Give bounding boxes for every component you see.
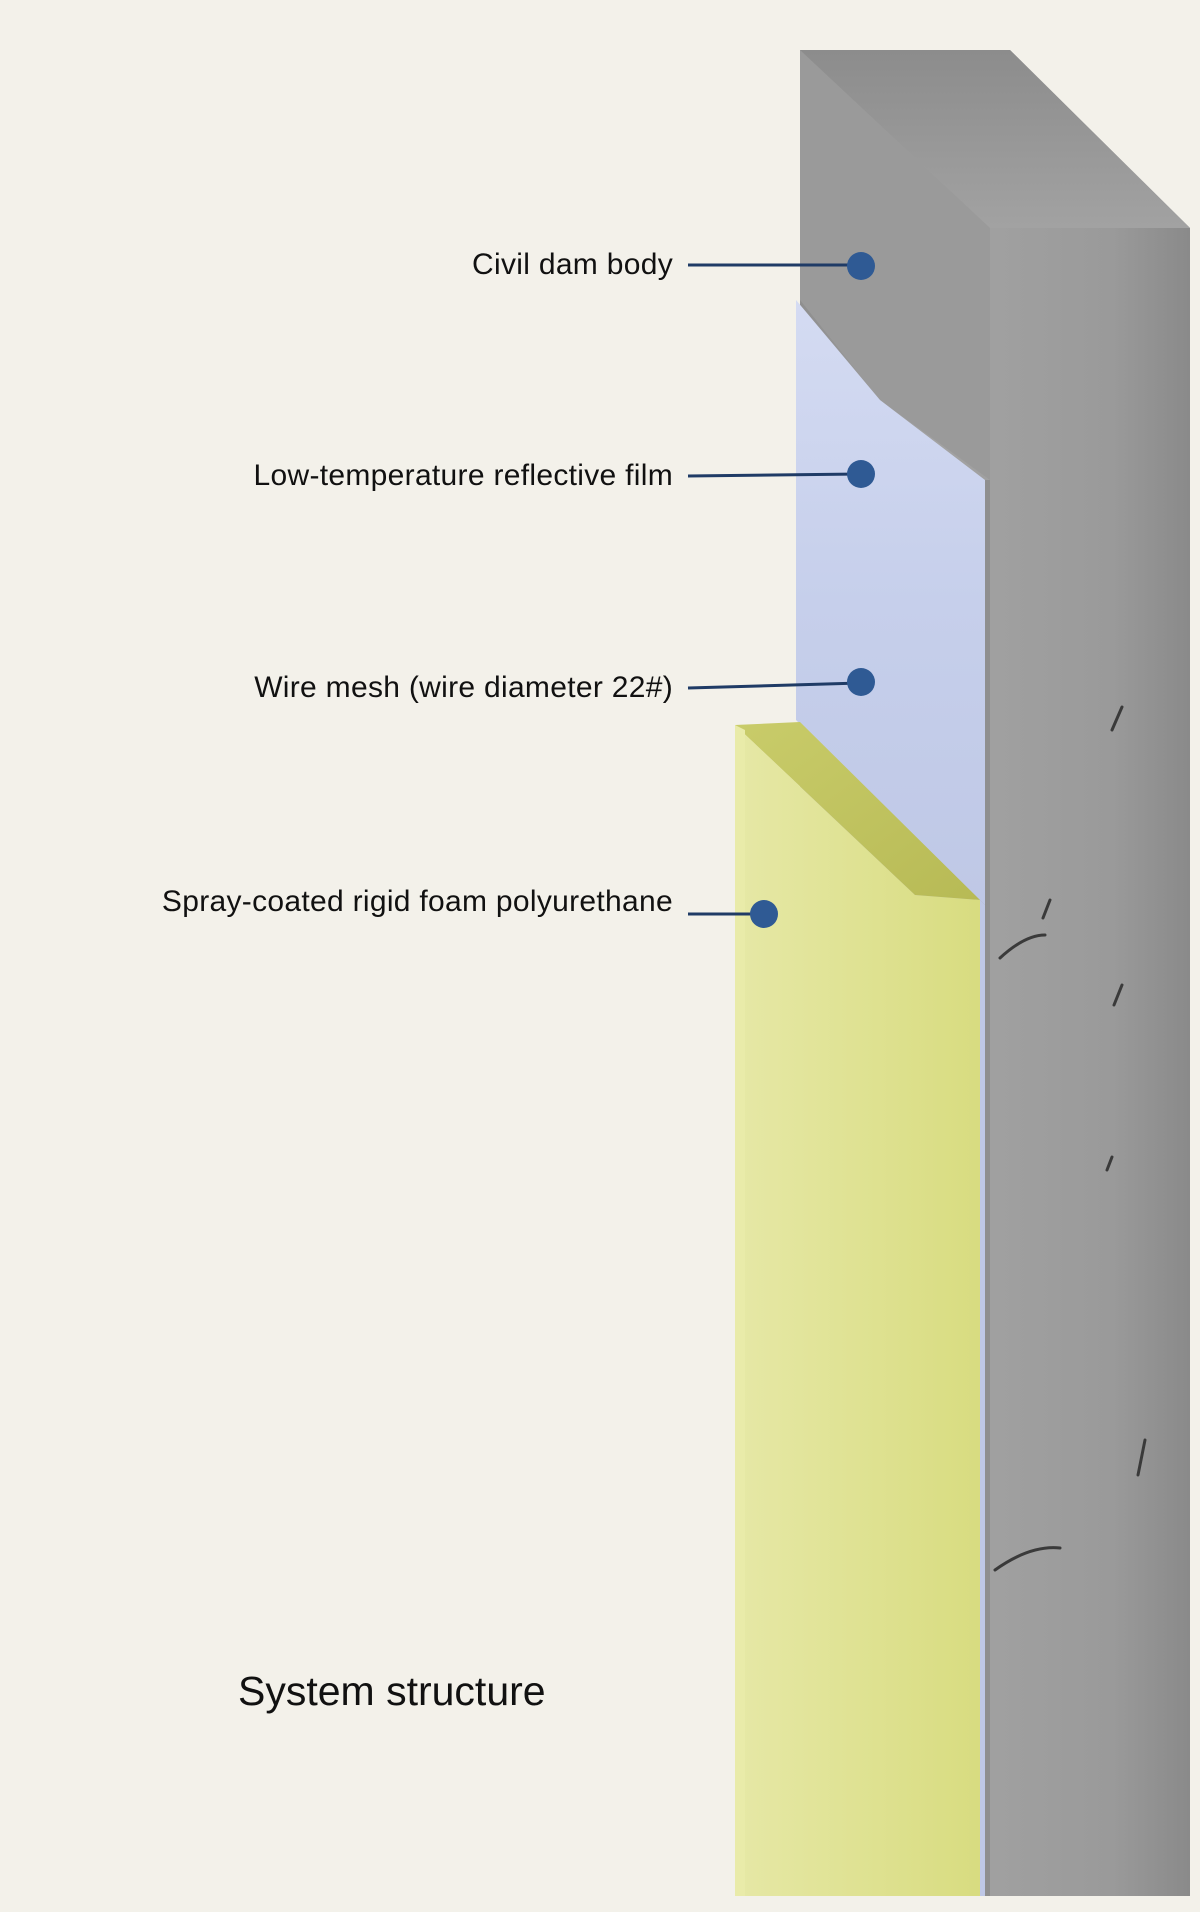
label-reflective-film: Low-temperature reflective film — [253, 459, 673, 492]
leader-line-reflective-film — [687, 472, 861, 478]
foam-front-face — [735, 725, 980, 1896]
foam-top-face — [735, 722, 980, 900]
diagram-caption: System structure — [238, 1668, 546, 1714]
marker-dots — [750, 252, 875, 928]
label-wire-mesh: Wire mesh (wire diameter 22#) — [254, 671, 673, 704]
concrete-texture — [993, 705, 1147, 1572]
label-polyurethane: Spray-coated rigid foam polyurethane — [161, 885, 673, 918]
concrete-top-face — [800, 50, 1190, 228]
marker-wire-mesh — [847, 668, 875, 696]
marker-reflective-film — [847, 460, 875, 488]
marker-polyurethane — [750, 900, 778, 928]
marker-dam-body — [847, 252, 875, 280]
foam-left-edge — [735, 725, 745, 1896]
reflective-film-layer — [796, 300, 985, 905]
concrete-inner-edge — [985, 480, 990, 1896]
concrete-upper-block — [800, 50, 990, 480]
leader-lines — [687, 263, 861, 916]
label-civil-dam-body: Civil dam body — [472, 248, 673, 281]
leader-line-wire-mesh — [687, 681, 861, 690]
